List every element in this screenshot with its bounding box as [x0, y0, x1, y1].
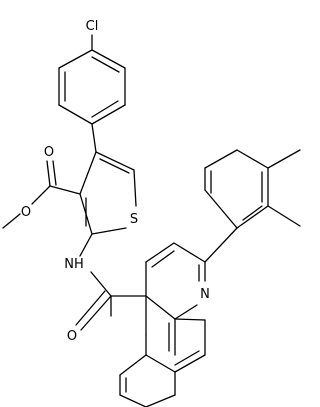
bond	[236, 205, 269, 229]
bond	[145, 242, 175, 263]
structure-diagram: Cl O O S NH N O	[2, 19, 301, 407]
bond-c-o-double	[52, 160, 57, 186]
quinoline-pyridine-ring	[145, 242, 206, 320]
bond	[174, 318, 206, 321]
bond	[145, 295, 176, 320]
bond-c-o-double	[80, 295, 112, 331]
ester-methoxy-oxygen-label: O	[21, 205, 31, 220]
bond-o-methyl	[2, 213, 21, 229]
bond	[58, 104, 93, 125]
bond-methyl	[267, 205, 301, 227]
bond	[58, 49, 93, 69]
bond	[79, 151, 97, 195]
molecule-canvas: Cl O O S NH N O	[2, 19, 301, 407]
quinoline-nitrogen-label: N	[200, 287, 210, 302]
amide-linkage	[75, 233, 147, 331]
bond	[91, 227, 127, 235]
amide-nh-label: NH	[64, 257, 84, 272]
bond	[145, 394, 176, 407]
bond-c-o-double	[75, 290, 106, 326]
bond	[236, 149, 269, 169]
bond	[119, 354, 147, 376]
bond	[95, 151, 135, 171]
double-bond-inner	[99, 158, 130, 174]
bond-c-o-single	[31, 185, 51, 205]
bond	[145, 354, 176, 373]
dimethylphenyl-ring	[204, 149, 301, 263]
bond	[90, 271, 112, 297]
thiophene-ring	[79, 151, 137, 235]
bond	[49, 185, 81, 195]
bond	[173, 242, 206, 263]
double-bond-inner	[242, 205, 263, 221]
bond	[204, 189, 238, 229]
thiophene-sulfur-label: S	[130, 212, 138, 227]
quinoline-benzo-ring	[119, 295, 206, 407]
bond	[133, 169, 137, 207]
amide-oxygen-label: O	[67, 329, 77, 344]
double-bond-inner	[91, 56, 120, 73]
chlorine-label: Cl	[86, 19, 99, 34]
bond	[91, 104, 126, 125]
double-bond-inner	[91, 100, 119, 118]
chlorophenyl-ring	[58, 34, 126, 125]
bond	[119, 394, 147, 407]
bond-c-o-double	[46, 160, 51, 187]
ester-carbonyl-oxygen-label: O	[44, 145, 54, 160]
bond	[91, 49, 126, 69]
bond	[174, 354, 206, 373]
bond-methyl	[267, 149, 301, 169]
bond	[174, 304, 198, 320]
double-bond-inner	[174, 350, 200, 366]
methyl-ester	[2, 160, 81, 229]
bond-aryl-quinoline	[204, 227, 238, 263]
bond	[79, 233, 93, 257]
bond-aryl-thiophene	[91, 123, 97, 153]
bond	[204, 149, 238, 169]
double-bond-inner	[151, 250, 175, 268]
